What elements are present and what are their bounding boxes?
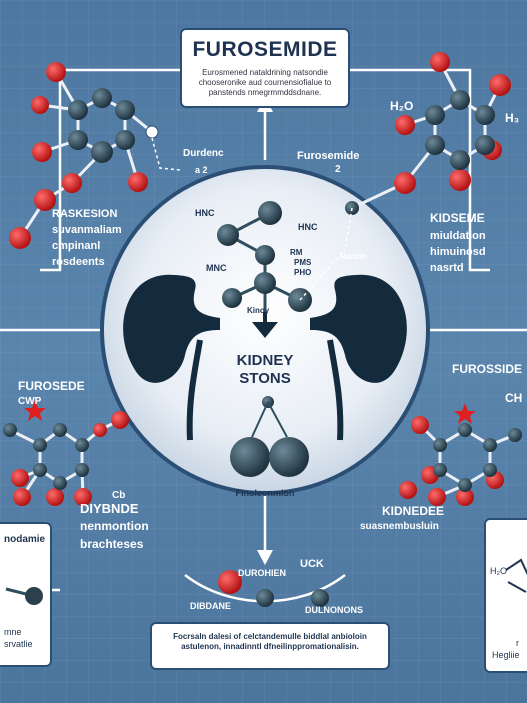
bottom-dur2: DULNONONS: [305, 605, 363, 615]
side-right-line2: Hegliie: [492, 650, 520, 660]
top-right-molecule: [345, 52, 511, 215]
top-left-sub: a 2: [195, 165, 208, 175]
right-caption-line2: himuinosd: [430, 246, 486, 258]
mid-right-heading: FUROSSIDE: [452, 362, 523, 376]
title-box: FUROSEMIDE Eurosmened nataldrining natso…: [180, 28, 350, 108]
mid-left-sub: CWP: [18, 396, 42, 407]
formation-label: Finoleonmion: [235, 488, 295, 498]
lower-left-tag: Cb: [112, 490, 126, 501]
leader-lines: [151, 137, 353, 301]
left-caption-line3: rosdeents: [52, 256, 105, 268]
bottom-dur1: DUROHIEN: [238, 568, 287, 578]
circle-hnc-left: HNC: [195, 208, 215, 218]
left-caption-heading: RASKESION: [52, 208, 118, 220]
circle-kinoy: Kinoy: [247, 306, 270, 315]
top-right-label: Furosemide: [297, 150, 360, 162]
circle-rm: RM: [290, 248, 303, 257]
page-title: FUROSEMIDE: [192, 38, 338, 61]
mid-left-molecule: [3, 400, 129, 506]
side-left-title: nodamie: [4, 534, 46, 545]
mid-right-sub: CH: [505, 391, 523, 405]
kidney-stones-label: KIDNEY: [236, 352, 294, 369]
side-left-line2: srvatlie: [4, 639, 33, 649]
circle-pho: PHO: [294, 268, 312, 277]
side-right-line1: r: [516, 638, 519, 648]
right-caption-line1: miuldation: [430, 230, 486, 242]
bottom-info-box: Focrsaln dalesi of celctandemulle biddla…: [150, 622, 390, 670]
bottom-info-text: Focrsaln dalesi of celctandemulle biddla…: [173, 632, 367, 652]
side-left-box: nodamie mne srvatlie: [0, 522, 52, 667]
right-ureter: [327, 339, 344, 441]
center-molecule-atoms: [217, 201, 312, 477]
left-kidney: [123, 274, 220, 383]
side-left-molecule: [5, 587, 43, 605]
lower-right-line1: suasnembusluin: [360, 521, 439, 532]
circle-ramon: Ranlan: [340, 252, 367, 261]
bottom-uck: UCK: [300, 558, 324, 570]
arrow-down: [257, 550, 273, 565]
side-right-molecule: [505, 558, 527, 593]
left-caption-line1: suvanmaliam: [52, 224, 122, 236]
top-right-hh: H₃: [505, 111, 520, 125]
right-caption-heading: KIDSEME: [430, 211, 485, 225]
circle-hnc-right: HNC: [298, 222, 318, 232]
side-right-h2o: H₂O: [490, 566, 507, 576]
bottom-chain-atoms: [218, 570, 329, 607]
lower-right-heading: KIDNEDEE: [382, 504, 445, 518]
top-left-molecule: [9, 62, 159, 249]
side-right-box: H₂O r Hegliie: [484, 518, 527, 673]
top-right-sub: 2: [335, 164, 341, 175]
mid-right-molecule: [399, 403, 522, 506]
left-caption-line2: cmpinanl: [52, 240, 101, 252]
circle-mnc: MNC: [206, 263, 227, 273]
down-arrow-icon: [252, 322, 278, 338]
mid-left-heading: FUROSEDE: [18, 379, 85, 393]
top-left-label: Durdenc: [183, 148, 224, 159]
title-description: Eurosmened nataldrining natsondie choose…: [198, 68, 332, 97]
right-caption-line3: nasrtd: [430, 262, 464, 274]
bottom-dib: DIBDANE: [190, 601, 232, 611]
lower-left-line1: nenmontion: [80, 519, 149, 533]
side-left-line1: mne: [4, 627, 22, 637]
kidney-stones-sub: STONS: [239, 370, 291, 387]
lower-left-heading: DIYBNDE: [80, 501, 139, 516]
lower-left-line2: brachteses: [80, 537, 144, 551]
right-kidney: [310, 274, 407, 383]
circle-pms: PMS: [294, 258, 312, 267]
top-right-h2o: H₂O: [390, 99, 414, 113]
left-ureter: [186, 339, 203, 441]
stone-links: [251, 401, 288, 438]
